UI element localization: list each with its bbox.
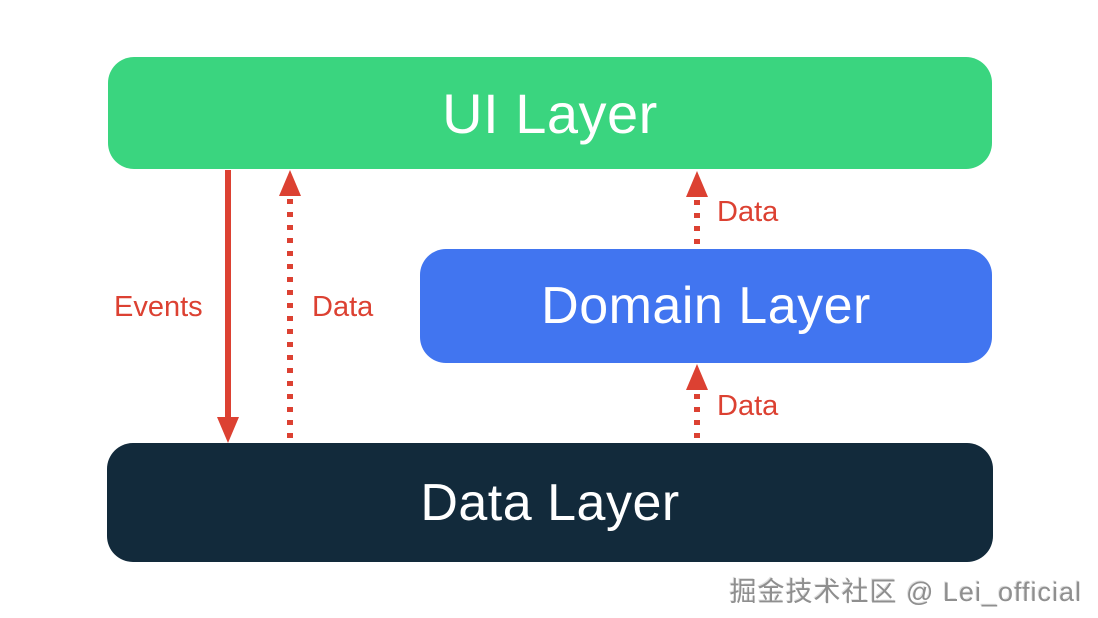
data-arrowhead-up-icon — [686, 364, 708, 390]
ui-layer-label: UI Layer — [442, 81, 658, 145]
data-arrow-line-left — [287, 199, 293, 443]
events-arrow-line — [225, 170, 231, 418]
data-layer-label: Data Layer — [420, 473, 680, 532]
data-arrowhead-up-icon — [686, 171, 708, 197]
data-arrow-line-domain-to-ui — [694, 200, 700, 249]
data-arrowhead-up-icon — [279, 170, 301, 196]
domain-layer-label: Domain Layer — [541, 277, 871, 335]
events-arrow-label: Events — [114, 291, 203, 323]
events-arrowhead-down-icon — [217, 417, 239, 443]
domain-layer-box: Domain Layer — [420, 249, 992, 363]
data-arrow-label-left: Data — [312, 291, 374, 323]
ui-layer-box: UI Layer — [108, 57, 992, 169]
data-arrow-label-data-to-domain: Data — [717, 390, 779, 422]
data-arrow-label-domain-to-ui: Data — [717, 196, 779, 228]
watermark-text: 掘金技术社区 @ Lei_official — [729, 577, 1082, 607]
data-layer-box: Data Layer — [107, 443, 993, 562]
data-arrow-line-data-to-domain — [694, 394, 700, 443]
